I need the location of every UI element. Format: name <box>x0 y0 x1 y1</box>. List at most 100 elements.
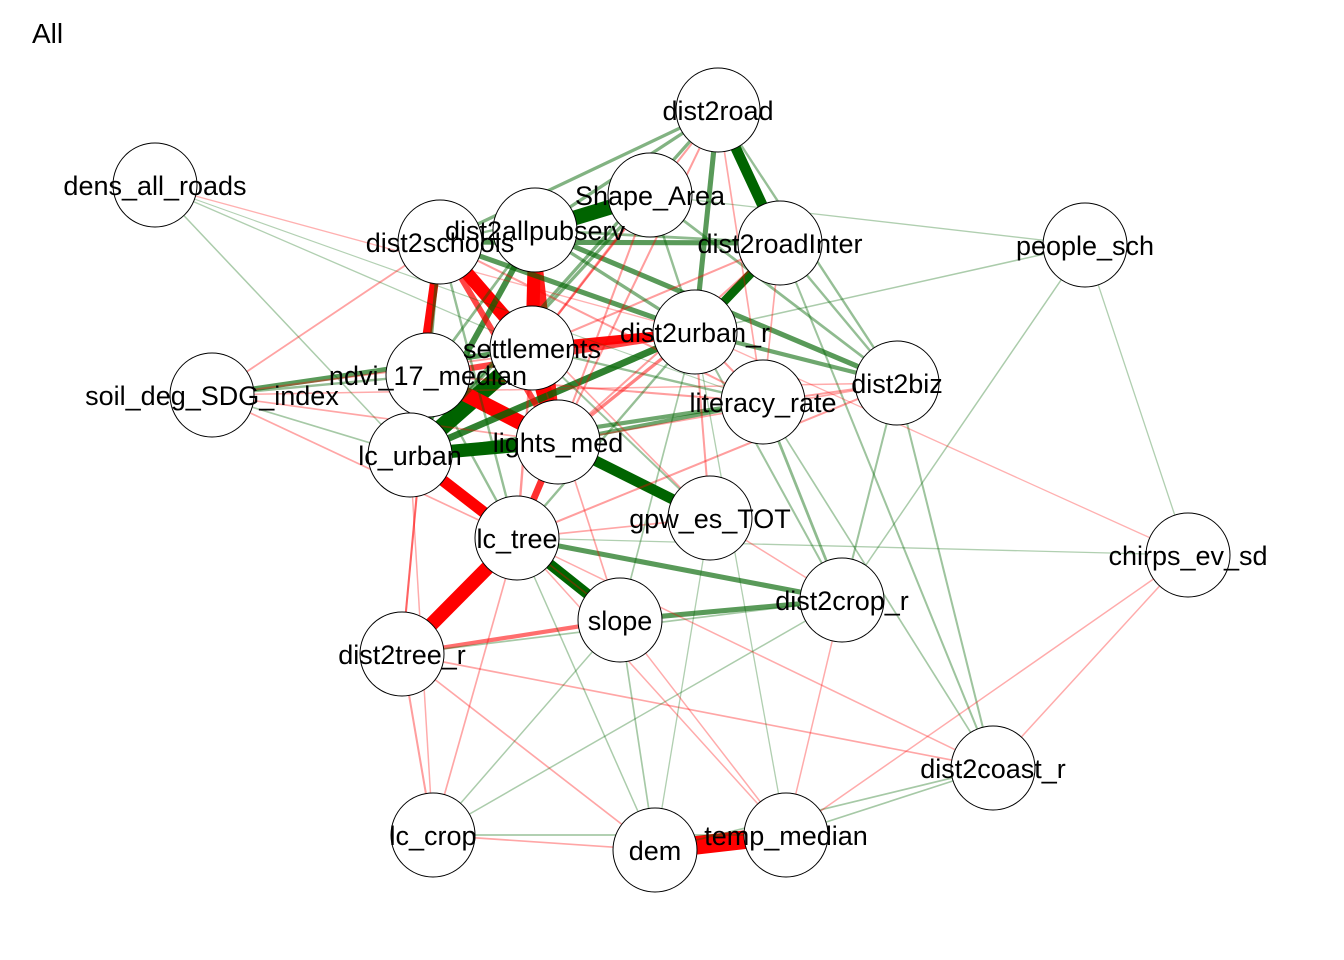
node-circle-lc_crop <box>390 792 476 878</box>
node-label-temp_median: temp_median <box>704 821 868 851</box>
edge-dist2tree_r-dist2coast_r <box>401 653 994 769</box>
node-slope[interactable] <box>577 577 663 663</box>
edge-soil_deg_SDG_index-lc_tree <box>211 394 518 539</box>
node-label-dist2schools: dist2schools <box>366 228 515 258</box>
edge-people_sch-Shape_Area <box>649 194 1086 246</box>
edge-chirps_ev_sd-lc_tree <box>516 537 1189 556</box>
node-lc_crop[interactable] <box>390 792 476 878</box>
node-label-people_sch: people_sch <box>1016 231 1154 261</box>
node-circle-soil_deg_SDG_index <box>169 352 255 438</box>
edge-dist2roadInter-settlements <box>531 242 781 349</box>
node-circle-dist2coast_r <box>950 725 1036 811</box>
node-dist2coast_r[interactable] <box>950 725 1036 811</box>
node-literacy_rate[interactable] <box>720 359 806 445</box>
edge-dist2biz-lc_tree <box>516 382 898 539</box>
node-dist2tree_r[interactable] <box>359 611 445 697</box>
node-label-lc_crop: lc_crop <box>389 821 476 851</box>
node-circle-dem <box>612 807 698 893</box>
node-label-dist2biz: dist2biz <box>851 369 943 399</box>
node-label-dist2crop_r: dist2crop_r <box>775 586 909 616</box>
node-dist2road[interactable] <box>675 67 761 153</box>
node-circle-settlements <box>489 305 575 391</box>
edge-dist2schools-dist2urban_r <box>439 239 696 335</box>
node-label-dist2urban_r: dist2urban_r <box>620 318 770 348</box>
edge-gpw_es_TOT-dist2schools <box>439 241 711 519</box>
node-label-literacy_rate: literacy_rate <box>689 388 836 418</box>
node-people_sch[interactable] <box>1042 202 1128 288</box>
edge-slope-settlements <box>531 347 621 621</box>
edge-lc_crop-dist2crop_r <box>432 599 843 836</box>
node-chirps_ev_sd[interactable] <box>1145 512 1231 598</box>
node-label-lc_urban: lc_urban <box>358 441 462 471</box>
node-label-gpw_es_TOT: gpw_es_TOT <box>629 504 791 534</box>
node-label-lc_tree: lc_tree <box>476 524 557 554</box>
edge-dist2coast_r-lc_tree <box>516 537 994 769</box>
edge-dist2biz-dist2coast_r <box>896 382 994 769</box>
node-label-dist2tree_r: dist2tree_r <box>338 640 466 670</box>
edge-dens_all_roads-literacy_rate <box>154 184 764 403</box>
node-circle-dist2road <box>675 67 761 153</box>
node-circle-temp_median <box>743 792 829 878</box>
edge-temp_median-chirps_ev_sd <box>785 554 1189 836</box>
edge-dist2crop_r-dist2urban_r <box>694 331 843 601</box>
node-circle-literacy_rate <box>720 359 806 445</box>
edge-lc_urban-dist2urban_r <box>408 328 697 459</box>
node-circle-slope <box>577 577 663 663</box>
node-label-soil_deg_SDG_index: soil_deg_SDG_index <box>85 381 339 411</box>
node-circle-dist2crop_r <box>799 557 885 643</box>
node-label-dist2coast_r: dist2coast_r <box>920 754 1066 784</box>
node-dist2crop_r[interactable] <box>799 557 885 643</box>
node-dens_all_roads[interactable] <box>112 142 198 228</box>
node-dist2allpubserv[interactable] <box>492 187 578 273</box>
node-label-dem: dem <box>629 836 682 866</box>
node-dist2schools[interactable] <box>397 199 483 285</box>
edge-dens_all_roads-settlements <box>154 184 533 349</box>
edge-slope-dist2urban_r <box>619 331 696 621</box>
node-label-dist2allpubserv: dist2allpubserv <box>445 216 626 246</box>
node-circle-dens_all_roads <box>112 142 198 228</box>
edge-soil_deg_SDG_index-dist2schools <box>211 241 441 396</box>
node-circle-dist2allpubserv <box>492 187 578 273</box>
node-lc_urban[interactable] <box>367 412 453 498</box>
node-gpw_es_TOT[interactable] <box>667 475 753 561</box>
edge-dem-dist2coast_r <box>654 767 994 851</box>
edge-soil_deg_SDG_index-lights_med <box>211 394 559 443</box>
node-dist2roadInter[interactable] <box>737 200 823 286</box>
edge-dens_all_roads-lc_urban <box>154 184 411 456</box>
edge-dist2tree_r-dem <box>401 653 656 851</box>
node-label-ndvi_17_median: ndvi_17_median <box>329 361 527 391</box>
node-circle-dist2roadInter <box>737 200 823 286</box>
edge-temp_median-lc_tree <box>516 537 787 836</box>
edge-lc_tree-dist2schools <box>438 241 519 539</box>
edge-dem-gpw_es_TOT <box>654 517 711 851</box>
node-label-Shape_Area: Shape_Area <box>575 181 726 211</box>
node-soil_deg_SDG_index[interactable] <box>169 352 255 438</box>
graph-title: All <box>32 18 64 49</box>
node-settlements[interactable] <box>489 305 575 391</box>
node-dist2biz[interactable] <box>854 340 940 426</box>
node-Shape_Area[interactable] <box>607 152 693 238</box>
edge-Shape_Area-lights_med <box>557 194 651 443</box>
node-label-lights_med: lights_med <box>493 428 624 458</box>
node-temp_median[interactable] <box>743 792 829 878</box>
edge-literacy_rate-ndvi_17_median <box>427 373 764 404</box>
node-dist2urban_r[interactable] <box>652 289 738 375</box>
edge-soil_deg_SDG_index-settlements <box>211 345 533 398</box>
edge-people_sch-dist2urban_r <box>694 244 1086 333</box>
node-circle-chirps_ev_sd <box>1145 512 1231 598</box>
node-circle-people_sch <box>1042 202 1128 288</box>
node-circle-dist2biz <box>854 340 940 426</box>
node-label-dens_all_roads: dens_all_roads <box>63 171 246 201</box>
node-lights_med[interactable] <box>515 399 601 485</box>
edge-literacy_rate-dist2schools <box>439 241 764 403</box>
edge-dist2roadInter-dist2coast_r <box>779 242 994 769</box>
node-lc_tree[interactable] <box>474 495 560 581</box>
node-dem[interactable] <box>612 807 698 893</box>
edge-temp_median-dist2urban_r <box>694 331 787 836</box>
edge-chirps_ev_sd-dist2coast_r <box>992 554 1189 769</box>
node-label-dist2roadInter: dist2roadInter <box>697 229 862 259</box>
edge-Shape_Area-dist2biz <box>649 193 898 385</box>
node-circle-Shape_Area <box>607 152 693 238</box>
